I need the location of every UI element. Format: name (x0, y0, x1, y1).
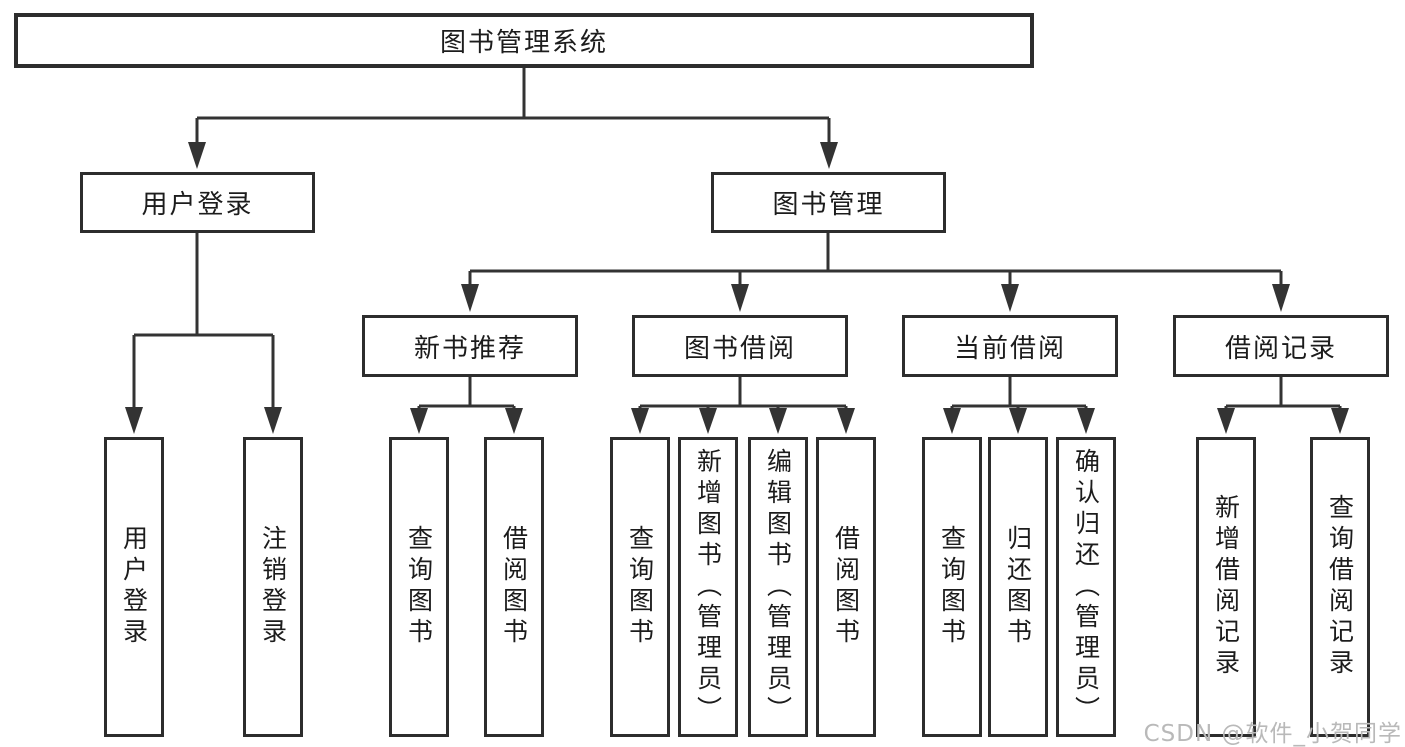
leaf-edit-books-admin: 编辑图书（管理员） (748, 437, 808, 737)
leaf-add-borrow-record: 新增借阅记录 (1196, 437, 1256, 737)
node-current-borrow: 当前借阅 (902, 315, 1118, 377)
leaf-query-borrow-record: 查询借阅记录 (1310, 437, 1370, 737)
node-borrow-record: 借阅记录 (1173, 315, 1389, 377)
leaf-user-login: 用户登录 (104, 437, 164, 737)
leaf-confirm-return-admin: 确认归还（管理员） (1056, 437, 1116, 737)
node-book-borrow: 图书借阅 (632, 315, 848, 377)
arrowheads (125, 142, 1349, 434)
csdn-watermark: CSDN @软件_小贺同学 (1143, 721, 1402, 747)
leaf-query-books-current: 查询图书 (922, 437, 982, 737)
node-library-management-system: 图书管理系统 (14, 13, 1034, 68)
node-user-login: 用户登录 (80, 172, 315, 233)
node-new-book-recommend: 新书推荐 (362, 315, 578, 377)
leaf-borrow-books-recommend: 借阅图书 (484, 437, 544, 737)
leaf-query-books-borrow: 查询图书 (610, 437, 670, 737)
tree-edges (132, 68, 1342, 411)
leaf-add-books-admin: 新增图书（管理员） (678, 437, 738, 737)
node-book-management: 图书管理 (711, 172, 946, 233)
leaf-query-books-recommend: 查询图书 (389, 437, 449, 737)
leaf-return-books: 归还图书 (988, 437, 1048, 737)
leaf-logout: 注销登录 (243, 437, 303, 737)
leaf-borrow-books: 借阅图书 (816, 437, 876, 737)
